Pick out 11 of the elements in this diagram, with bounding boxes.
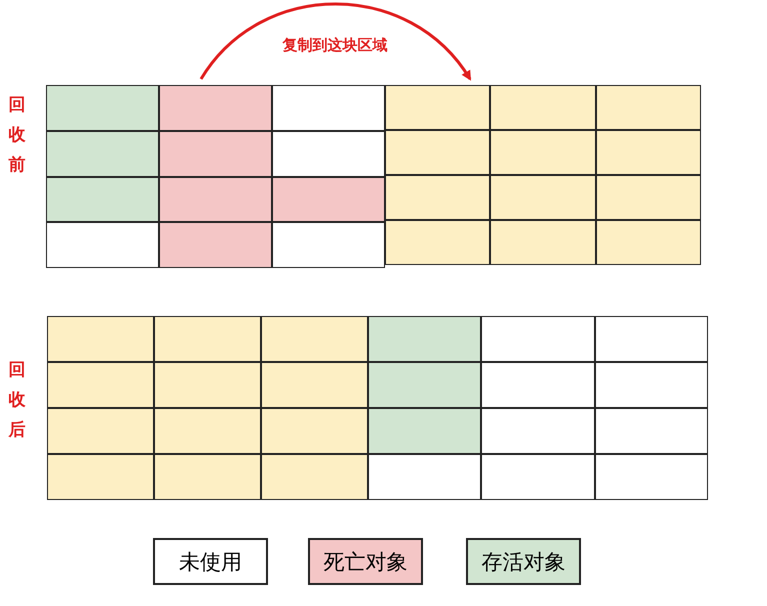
memory-region: [47, 316, 368, 500]
arrow: [200, 2, 472, 81]
edge-label: 复制到这块区域: [280, 36, 390, 55]
memory-region: [368, 316, 708, 500]
memory-region: [385, 85, 701, 265]
legend-item: 未使用: [153, 538, 268, 585]
row-label: 回收前: [8, 94, 26, 177]
memory-region: [46, 85, 385, 268]
legend-item: 死亡对象: [308, 538, 423, 585]
legend-item: 存活对象: [466, 538, 581, 585]
row-label: 回收后: [8, 359, 26, 442]
